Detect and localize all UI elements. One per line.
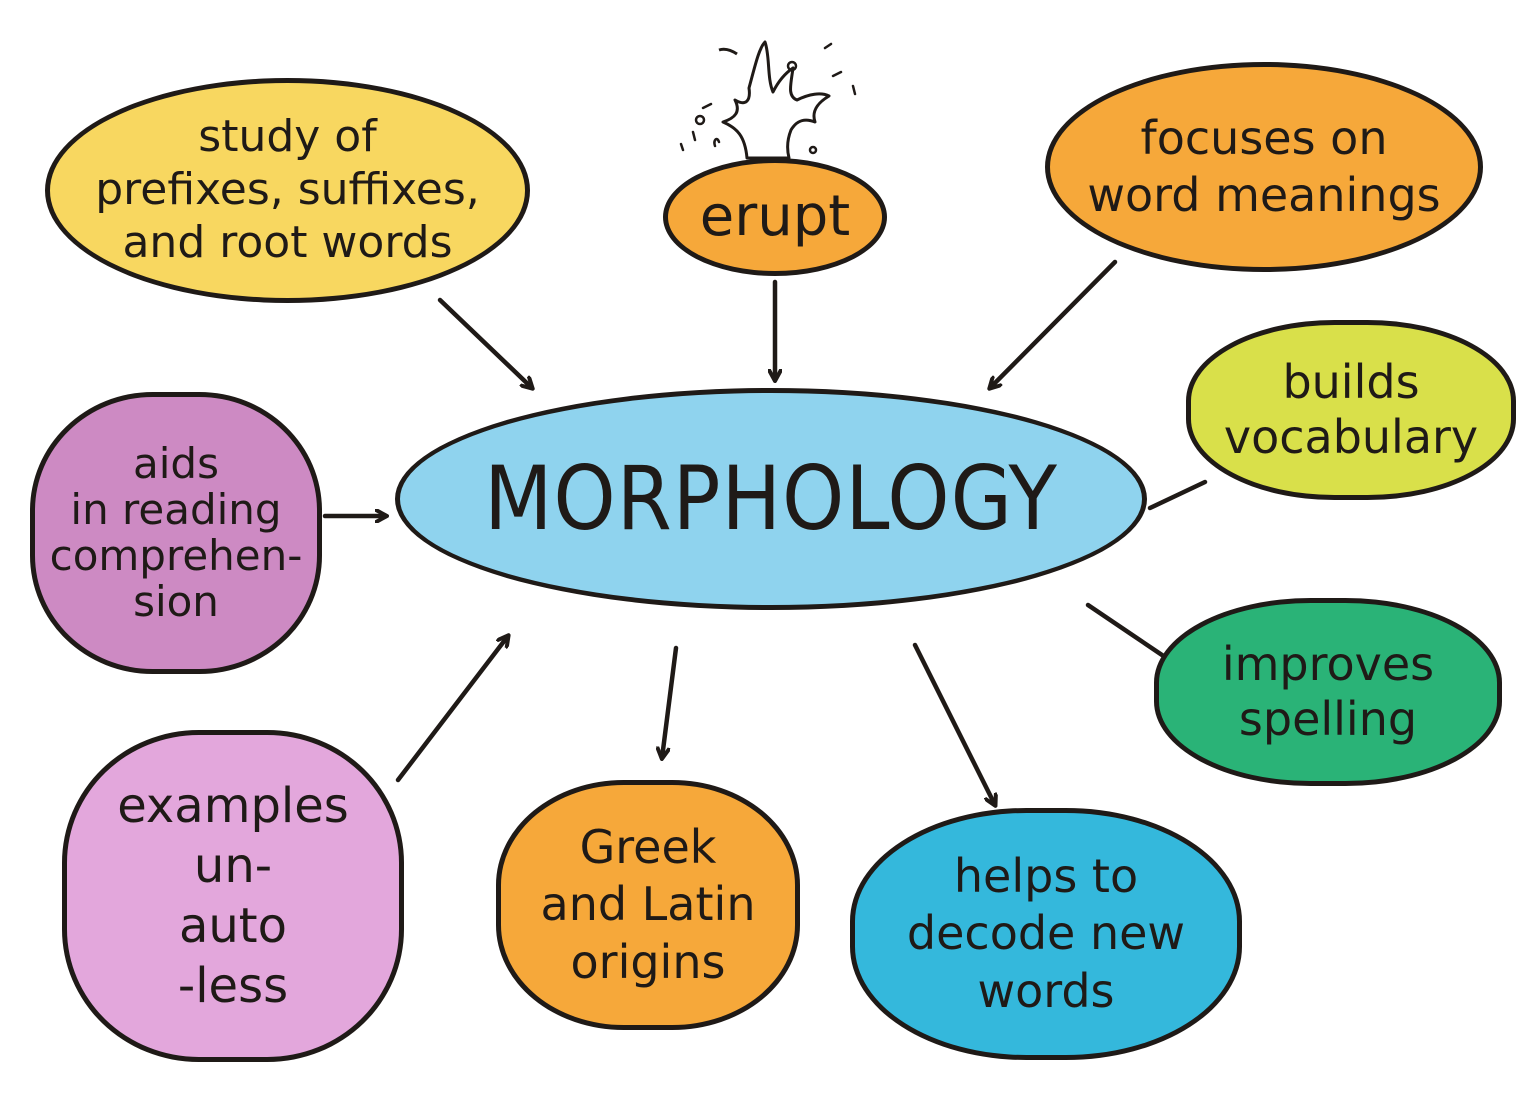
node-examples: examples un- auto -less	[62, 730, 404, 1062]
arrow-center-to-greek	[662, 645, 679, 758]
line-builds-to-center	[1147, 479, 1208, 511]
node-label: aids in reading comprehen- sion	[49, 438, 303, 627]
arrow-study-to-center	[437, 297, 532, 388]
central-topic-node: MORPHOLOGY	[395, 388, 1147, 610]
node-greek-latin-origins: Greek and Latin origins	[496, 780, 800, 1030]
node-label: study of prefixes, suffixes, and root wo…	[95, 111, 480, 268]
node-label: Greek and Latin origins	[540, 819, 756, 989]
node-aids-reading-comprehension: aids in reading comprehen- sion	[30, 392, 322, 674]
arrow-examples-to-center	[395, 636, 508, 783]
node-builds-vocabulary: builds vocabulary	[1186, 320, 1516, 500]
node-label: focuses on word meanings	[1087, 110, 1441, 223]
arrow-center-to-helps	[912, 642, 995, 805]
node-label: improves spelling	[1221, 636, 1435, 746]
node-label: builds vocabulary	[1223, 354, 1479, 464]
central-topic-label: MORPHOLOGY	[484, 446, 1058, 550]
splash-icon	[679, 40, 857, 160]
node-erupt: erupt	[663, 158, 887, 276]
node-label: erupt	[699, 183, 851, 249]
line-improves-to-center	[1085, 602, 1165, 658]
node-helps-decode-new-words: helps to decode new words	[850, 808, 1242, 1060]
node-focuses-on-word-meanings: focuses on word meanings	[1045, 62, 1483, 272]
node-label: examples un- auto -less	[117, 778, 349, 1014]
arrow-focus-to-center	[990, 259, 1118, 388]
node-study-of-affixes: study of prefixes, suffixes, and root wo…	[45, 78, 530, 303]
node-label: helps to decode new words	[906, 848, 1186, 1018]
node-improves-spelling: improves spelling	[1154, 598, 1502, 786]
